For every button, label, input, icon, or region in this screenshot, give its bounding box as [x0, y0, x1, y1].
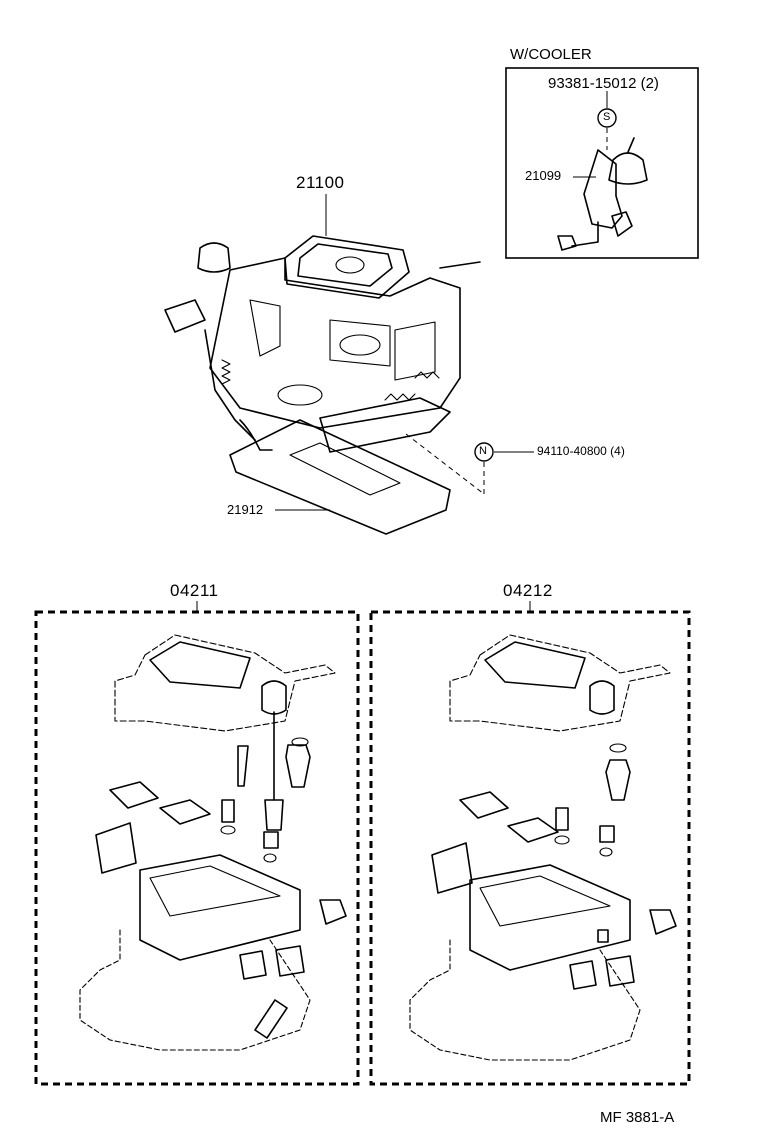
gasket-part-label: 21912 — [227, 502, 264, 517]
kit-04212-drawing — [369, 601, 691, 1086]
actuator-part-label: 21099 — [525, 168, 562, 183]
screw-symbol: S — [603, 111, 611, 123]
cooler-title: W/COOLER — [510, 46, 592, 63]
nut-part-label: 94110-40800 (4) — [537, 444, 625, 458]
kit-04211-label: 04211 — [170, 581, 219, 600]
kit-04212-label: 04212 — [503, 581, 553, 600]
carburetor-drawing — [164, 194, 534, 535]
screw-symbol-circle — [597, 108, 617, 128]
screw-part-label: 93381-15012 (2) — [548, 75, 659, 92]
nut-symbol-circle — [474, 442, 494, 462]
kit-04211-drawing — [34, 601, 360, 1086]
carburetor-part-label: 21100 — [296, 173, 345, 192]
cooler-inset — [505, 67, 699, 259]
nut-symbol: N — [479, 445, 487, 457]
figure-reference: MF 3881-A — [600, 1109, 675, 1126]
